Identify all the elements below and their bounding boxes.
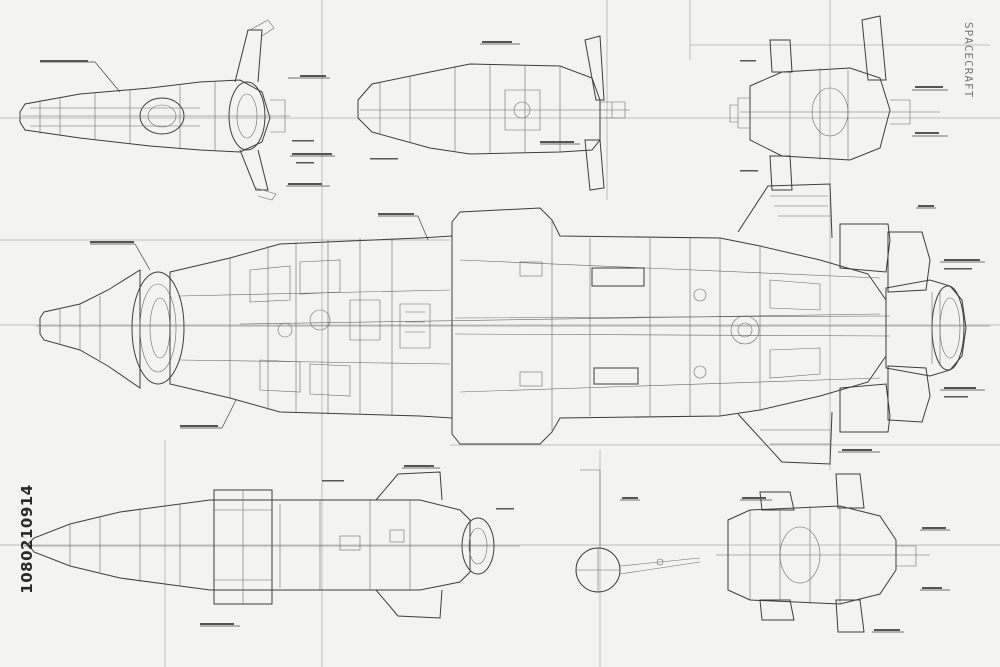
top-center-view xyxy=(357,35,630,191)
main-side-view xyxy=(36,183,990,465)
top-right-view xyxy=(729,15,948,191)
bottom-left-view xyxy=(24,465,520,627)
top-left-view xyxy=(19,19,335,201)
stock-id-label: 1080210914 xyxy=(18,484,36,594)
bottom-center-detail xyxy=(575,469,701,593)
corner-annotation: SPACECRAFT xyxy=(962,22,975,99)
bottom-right-view xyxy=(716,473,950,633)
